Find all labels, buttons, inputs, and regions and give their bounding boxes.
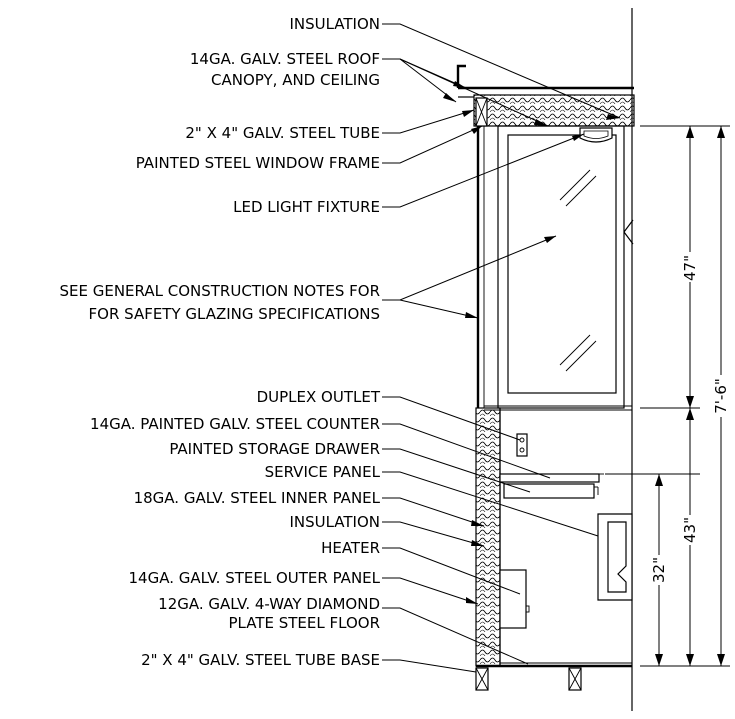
counter xyxy=(499,473,604,483)
leader-arrowheads xyxy=(443,81,620,604)
label-counter: 14GA. PAINTED GALV. STEEL COUNTER xyxy=(90,415,380,433)
storage-drawer xyxy=(503,483,599,499)
led-light-fixture xyxy=(579,127,613,143)
lower-wall xyxy=(475,407,501,667)
label-tube-base: 2" X 4" GALV. STEEL TUBE BASE xyxy=(141,651,380,669)
label-general-notes-1: SEE GENERAL CONSTRUCTION NOTES FOR xyxy=(59,282,380,300)
roof-canopy xyxy=(456,64,635,127)
label-heater: HEATER xyxy=(321,539,380,557)
label-roof-canopy-1: 14GA. GALV. STEEL ROOF xyxy=(190,50,380,68)
label-led-light: LED LIGHT FIXTURE xyxy=(233,198,380,216)
label-insulation-lower: INSULATION xyxy=(289,513,380,531)
label-outer-panel: 14GA. GALV. STEEL OUTER PANEL xyxy=(129,569,381,587)
dim-total-height: 7'-6" xyxy=(712,378,730,414)
service-panel xyxy=(597,513,633,601)
dim-window-height: 47" xyxy=(681,255,699,281)
tube-base xyxy=(475,667,582,691)
duplex-outlet xyxy=(516,433,528,457)
heater xyxy=(499,569,530,629)
label-floor-1: 12GA. GALV. 4-WAY DIAMOND xyxy=(158,595,380,613)
dim-service-panel-height: 32" xyxy=(650,557,668,583)
label-general-notes-2: FOR SAFETY GLAZING SPECIFICATIONS xyxy=(89,305,380,323)
label-service-panel: SERVICE PANEL xyxy=(265,463,381,481)
label-duplex-outlet: DUPLEX OUTLET xyxy=(257,388,381,406)
window-frame xyxy=(484,125,632,411)
label-inner-panel: 18GA. GALV. STEEL INNER PANEL xyxy=(134,489,381,507)
label-insulation-top: INSULATION xyxy=(289,15,380,33)
dimension-arrowheads xyxy=(655,126,725,666)
dim-counter-to-floor: 43" xyxy=(681,517,699,543)
steel-tube-top xyxy=(475,97,488,127)
label-floor-2: PLATE STEEL FLOOR xyxy=(228,614,380,632)
label-storage-drawer: PAINTED STORAGE DRAWER xyxy=(169,440,380,458)
leader-lines xyxy=(382,23,621,673)
label-roof-canopy-2: CANOPY, AND CEILING xyxy=(211,71,380,89)
floor xyxy=(476,662,632,668)
label-window-frame: PAINTED STEEL WINDOW FRAME xyxy=(136,154,380,172)
label-steel-tube: 2" X 4" GALV. STEEL TUBE xyxy=(185,124,380,142)
